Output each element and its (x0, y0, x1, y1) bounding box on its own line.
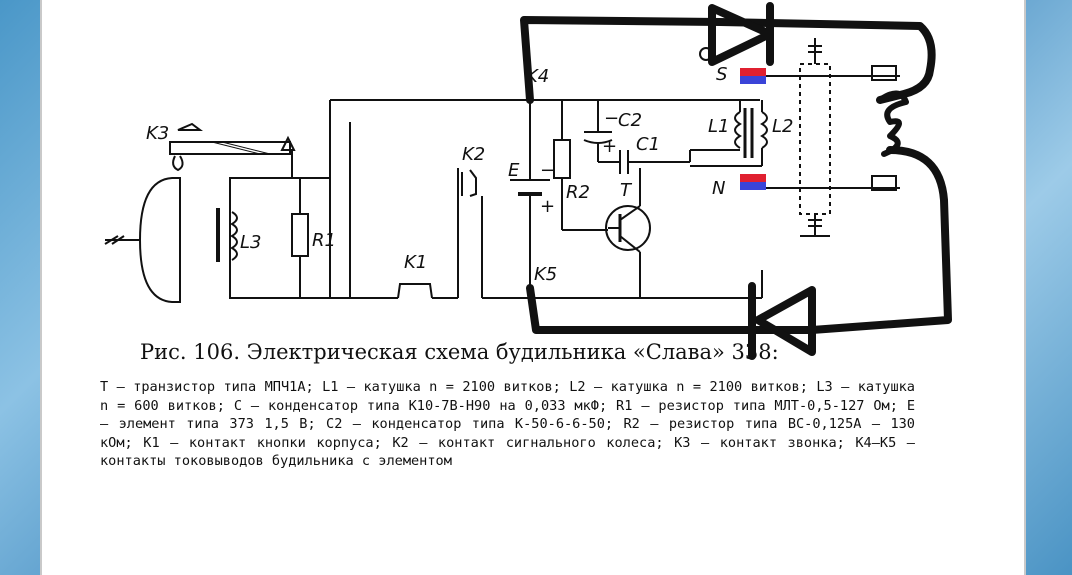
label-k4: K4 (526, 66, 549, 87)
label-l3: L3 (240, 232, 261, 253)
label-n: N (712, 178, 725, 199)
label-plus-e: + (540, 196, 555, 217)
label-k2: K2 (462, 144, 485, 165)
label-l2: L2 (772, 116, 793, 137)
label-k5: K5 (534, 264, 557, 285)
label-e: E (508, 160, 520, 181)
magnet-s-blue (740, 76, 766, 84)
label-r1: R1 (312, 230, 336, 251)
label-l1: L1 (708, 116, 729, 137)
label-minus-c2: − (604, 108, 619, 129)
label-r2: R2 (566, 182, 590, 203)
label-c1: C1 (636, 134, 660, 155)
k3-hammer-bar (169, 141, 291, 155)
label-plus-c2: + (602, 136, 617, 157)
label-minus-e: − (540, 160, 555, 181)
magnet-n-blue (740, 182, 766, 190)
label-c2: C2 (618, 110, 642, 131)
label-s: S (716, 64, 727, 85)
figure-caption: Рис. 106. Электрическая схема будильника… (140, 340, 779, 364)
figure-legend: T — транзистор типа МПЧ1А; L1 — катушка … (100, 379, 915, 469)
label-t: T (620, 180, 633, 201)
magnet-n-red (740, 174, 766, 182)
resistor-r1 (291, 213, 309, 257)
resistor-r2 (553, 139, 571, 179)
label-k3: K3 (146, 123, 169, 144)
bell-housing (138, 177, 181, 303)
label-k1: K1 (404, 252, 427, 273)
magnet-s-red (740, 68, 766, 76)
switch-k1 (397, 283, 433, 299)
